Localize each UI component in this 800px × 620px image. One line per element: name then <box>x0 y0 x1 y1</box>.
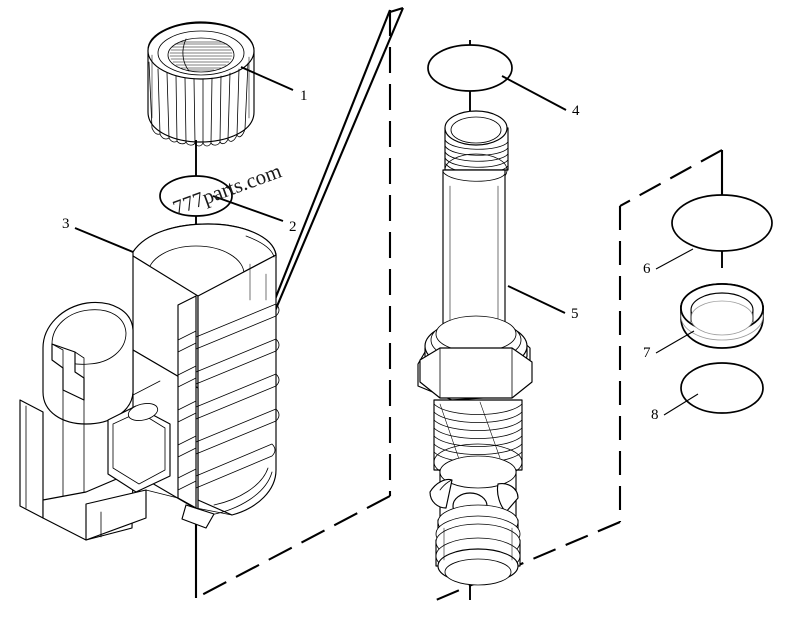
leader-2 <box>212 195 284 222</box>
leader-7 <box>655 330 695 354</box>
callout-label-7: 7 <box>643 345 651 361</box>
part-o-ring-seal-lower <box>680 362 764 414</box>
part-o-ring-upper <box>427 44 513 92</box>
callout-label-1: 1 <box>300 88 308 104</box>
callout-label-3: 3 <box>62 216 70 232</box>
leader-8 <box>663 393 699 416</box>
callout-label-4: 4 <box>572 103 580 119</box>
callout-label-8: 8 <box>651 407 659 423</box>
leader-1 <box>240 66 294 91</box>
leader-3 <box>74 227 134 253</box>
part-o-ring-seal-upper <box>671 194 773 252</box>
callout-label-5: 5 <box>571 306 579 322</box>
part-valve-cartridge <box>417 110 533 586</box>
leader-4 <box>501 75 567 111</box>
callout-label-2: 2 <box>289 219 297 235</box>
callout-leader-lines <box>74 66 699 416</box>
part-knurled-nut <box>147 21 255 147</box>
leader-6 <box>655 248 694 270</box>
leader-5 <box>507 285 566 314</box>
part-solenoid-coil <box>19 223 280 541</box>
part-back-up-ring <box>680 283 764 349</box>
callout-label-6: 6 <box>643 261 651 277</box>
part-o-ring-coil <box>159 175 233 217</box>
